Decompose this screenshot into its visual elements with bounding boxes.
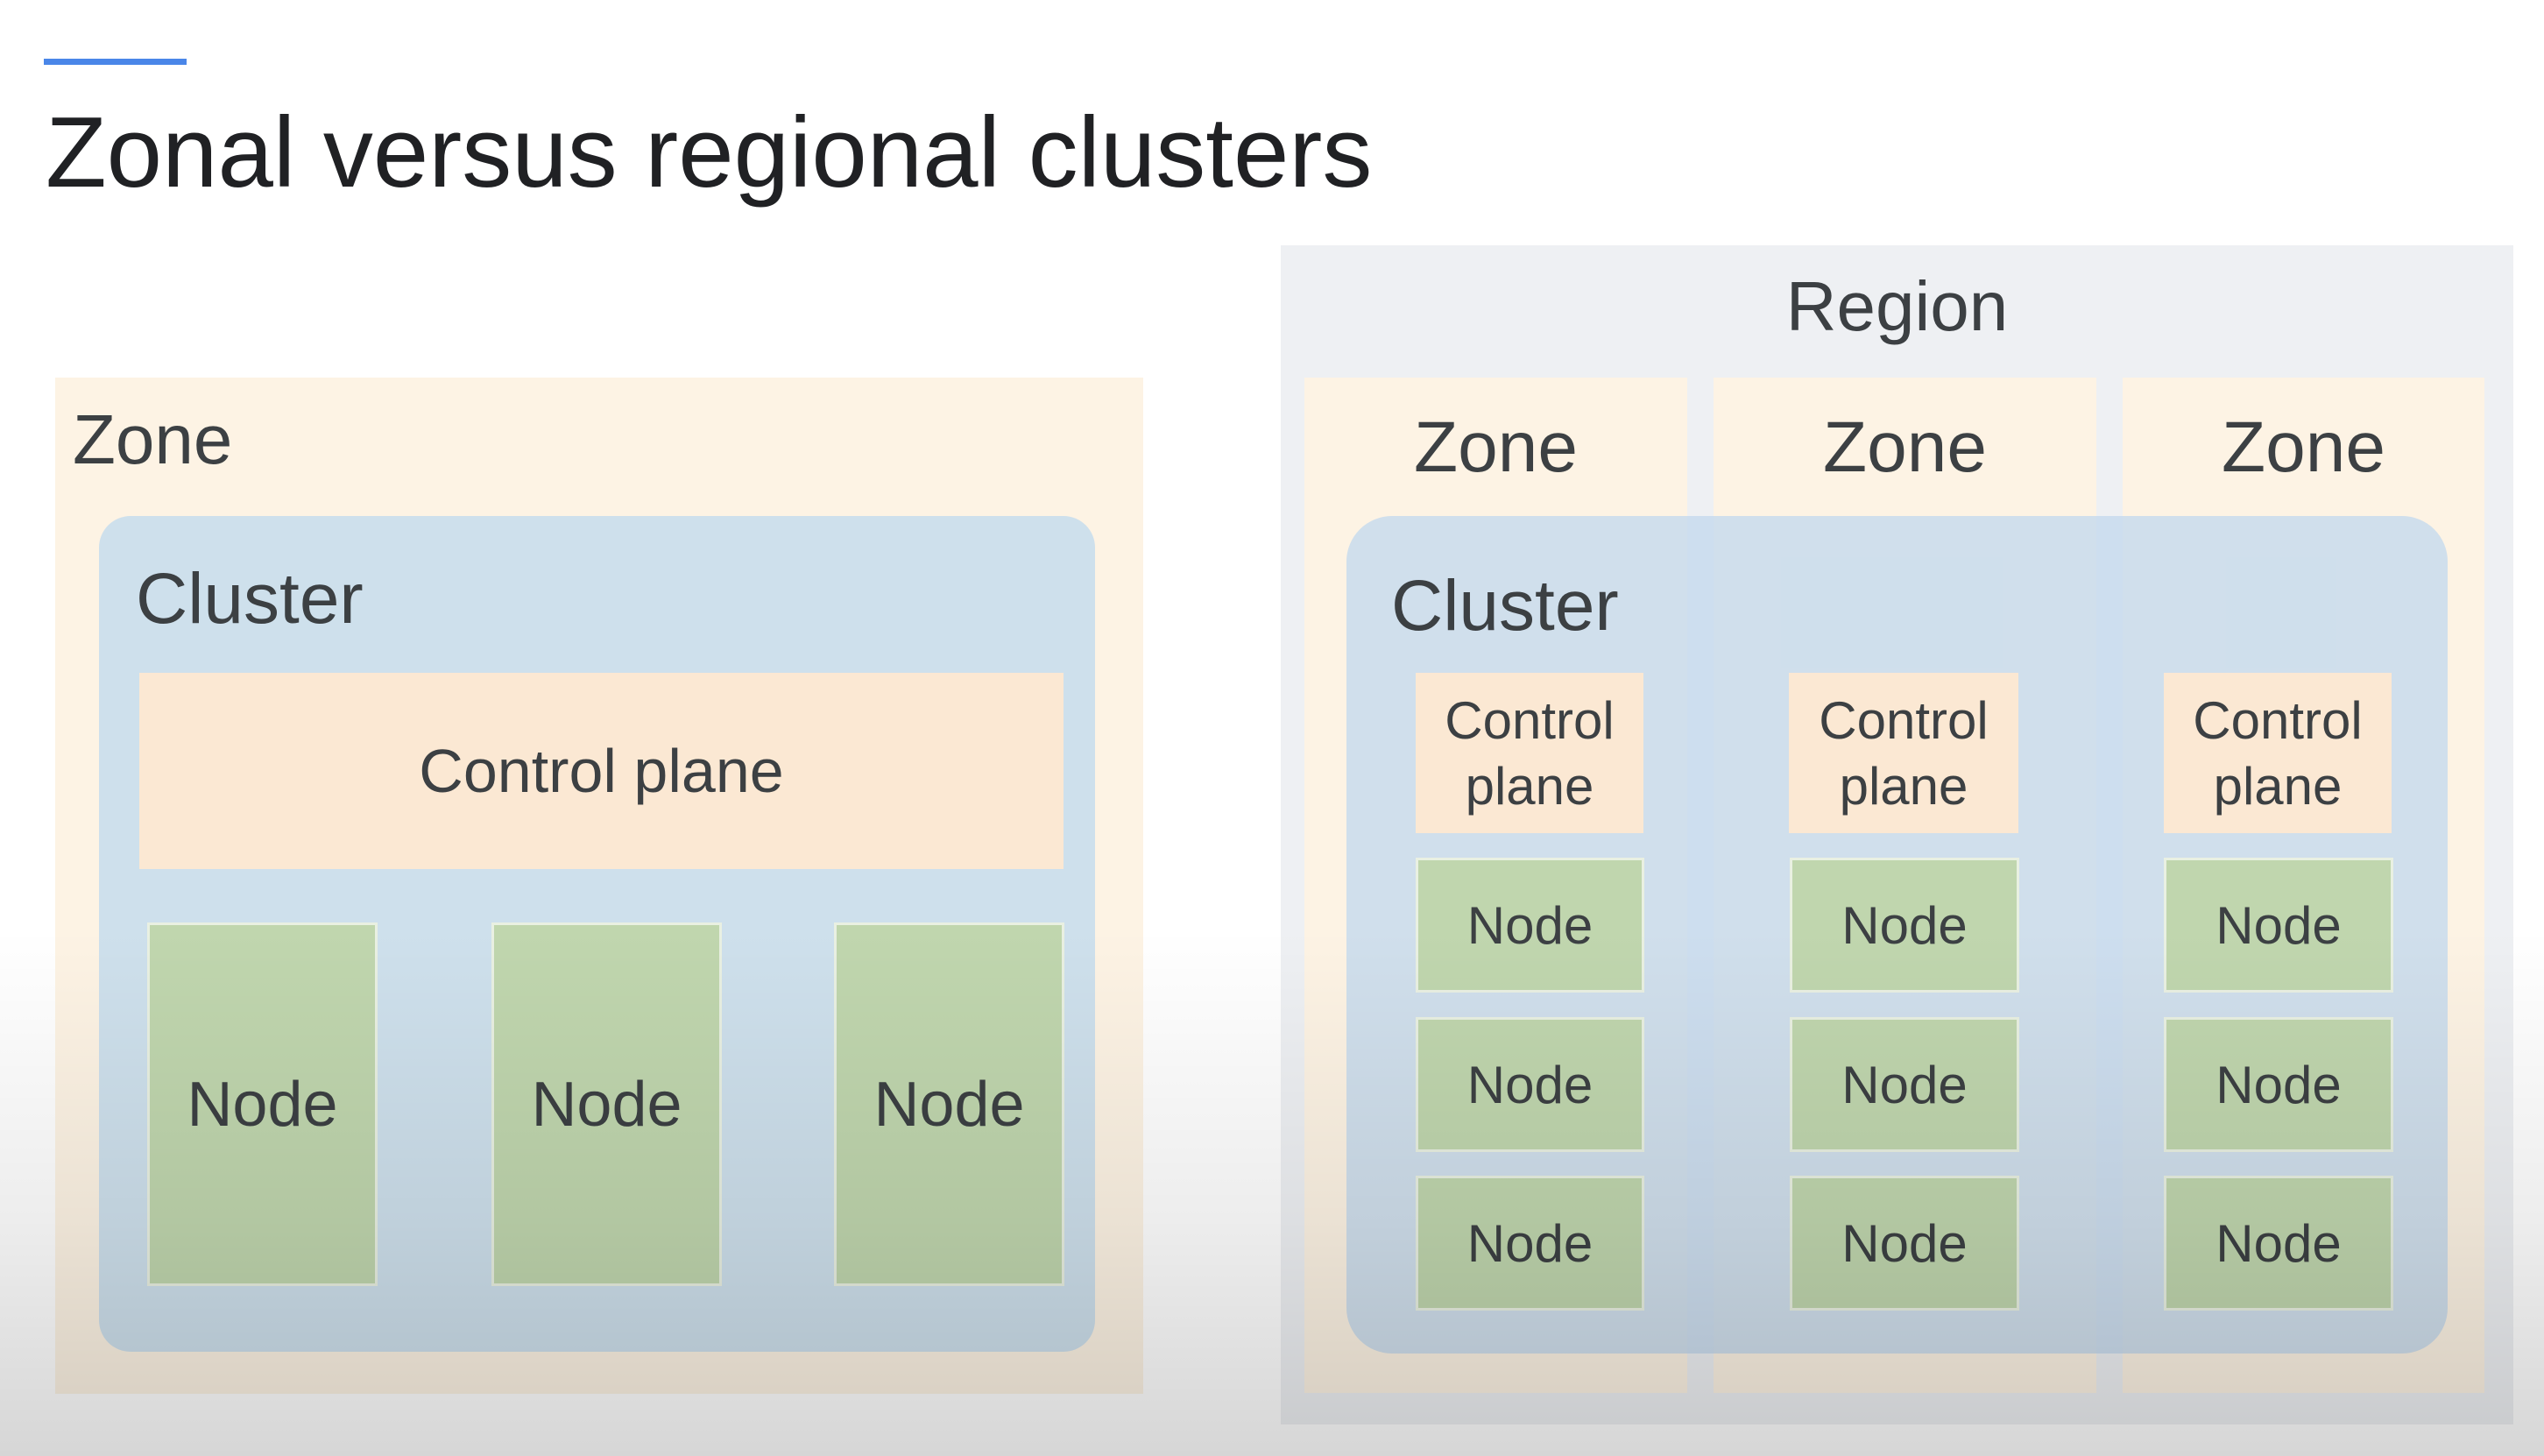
regional-zone-3-label: Zone bbox=[2222, 407, 2385, 487]
regional-control-plane-3: Control plane bbox=[2164, 673, 2392, 833]
zonal-control-plane: Control plane bbox=[139, 673, 1064, 869]
region-label: Region bbox=[1785, 267, 2009, 345]
regional-zone-1-node-1: Node bbox=[1416, 858, 1644, 993]
regional-control-plane-3-label: Control plane bbox=[2193, 690, 2363, 816]
regional-control-plane-1-label: Control plane bbox=[1445, 690, 1615, 816]
regional-zone-2-node-3: Node bbox=[1790, 1176, 2019, 1311]
regional-control-plane-2: Control plane bbox=[1789, 673, 2018, 833]
regional-control-plane-1: Control plane bbox=[1416, 673, 1643, 833]
regional-zone-1-node-3: Node bbox=[1416, 1176, 1644, 1311]
zonal-node-1: Node bbox=[147, 922, 378, 1286]
title-accent-bar bbox=[44, 59, 187, 65]
zonal-node-3: Node bbox=[834, 922, 1064, 1286]
slide-title: Zonal versus regional clusters bbox=[46, 97, 1373, 209]
zonal-cluster-label: Cluster bbox=[136, 559, 364, 639]
regional-zone-3-node-1: Node bbox=[2164, 858, 2393, 993]
regional-zone-3-node-3: Node bbox=[2164, 1176, 2393, 1311]
zonal-node-2: Node bbox=[491, 922, 722, 1286]
regional-zone-2-label: Zone bbox=[1823, 407, 1987, 487]
regional-zone-2-node-1: Node bbox=[1790, 858, 2019, 993]
regional-zone-2-node-2: Node bbox=[1790, 1017, 2019, 1152]
zonal-zone-label: Zone bbox=[73, 400, 233, 478]
regional-zone-1-label: Zone bbox=[1414, 407, 1578, 487]
regional-control-plane-2-label: Control plane bbox=[1819, 690, 1989, 816]
regional-zone-3-node-2: Node bbox=[2164, 1017, 2393, 1152]
regional-zone-1-node-2: Node bbox=[1416, 1017, 1644, 1152]
regional-cluster-label: Cluster bbox=[1391, 566, 1619, 646]
